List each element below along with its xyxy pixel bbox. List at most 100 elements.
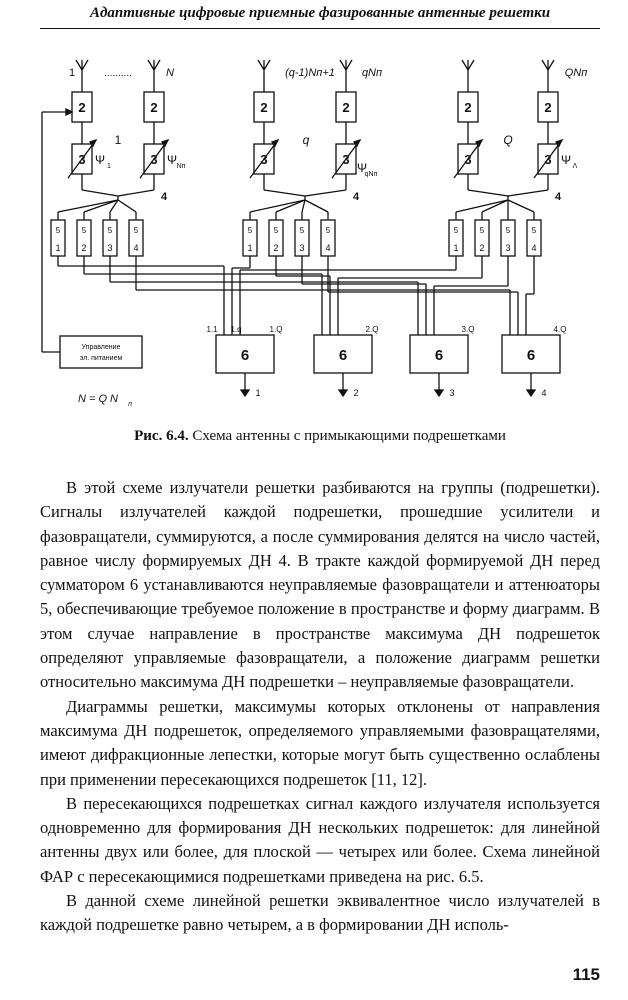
power-box-line2: эл. питанием [80,355,123,362]
attenuator-label: 5 [56,226,61,235]
phase-subscript: Λ [573,163,578,170]
paragraph-4: В данной схеме линейной решетки эквивале… [40,891,600,935]
adder-label: 6 [527,347,535,364]
phase-shifter-label: 3 [544,152,551,167]
adder-label: 6 [435,347,443,364]
antenna-icon [339,59,353,72]
attenuator-label: 5 [82,226,87,235]
subarray-label-1: 1 [115,133,122,147]
antenna-label-1: 1 [69,67,75,79]
output-arrow [239,389,251,398]
arrow-head [88,138,98,148]
arrow-head [270,138,280,148]
attenuator-number: 2 [81,243,86,253]
ellipsis: .......... [104,68,132,79]
phase-shifter-label: 3 [78,152,85,167]
feedback-arrow [65,107,74,117]
attenuator-number: 2 [479,243,484,253]
page-number: 115 [572,965,600,984]
power-control-box [59,335,143,369]
attenuator-label: 5 [506,226,511,235]
divider-label: 4 [555,191,562,203]
caption-label: Рис. 6.4. [134,428,189,444]
amplifier-label: 2 [260,100,267,115]
attenuator-number: 2 [273,243,278,253]
output-arrow [525,389,537,398]
output-label: 3 [449,388,454,398]
output-arrow [433,389,445,398]
paragraph-1: В этой схеме излучатели решетки разбиваю… [40,478,600,692]
phase-shifter-label: 3 [464,152,471,167]
arrow-head [160,138,170,148]
sum-line [304,189,347,197]
attenuator-number: 1 [55,243,60,253]
divider-line [301,199,306,213]
sum-line [467,189,509,197]
attenuator-label: 5 [108,226,113,235]
subarray-label-q: q [303,133,310,147]
control-arrow [533,139,563,179]
sum-line [117,189,155,197]
antenna-icon [461,59,475,72]
phase-label: Ψ [561,153,571,167]
amplifier-label: 2 [78,100,85,115]
arrow-head [554,138,564,148]
control-arrow [249,139,279,179]
phase-subscript: Nп [177,163,186,170]
divider-label: 4 [161,191,168,203]
divider-line [83,199,119,213]
amplifier-label: 2 [342,100,349,115]
caption-text: Схема антенны с примыкающими подрешеткам… [192,428,506,444]
amplifier-label: 2 [150,100,157,115]
output-label: 2 [353,388,358,398]
divider-line [481,199,509,213]
input-label: 3.Q [462,325,475,334]
attenuator-number: 3 [107,243,112,253]
paragraph-2: Диаграммы решетки, максимумы которых отк… [40,696,600,789]
antenna-label-qn: qNп [362,67,382,79]
subarray-label-Q: Q [503,133,512,147]
antenna-icon [75,59,89,72]
running-header: Адаптивные цифровые приемные фазированны… [89,5,551,21]
input-label: 1.q [230,325,241,334]
array-formula: N = Q N [78,393,118,405]
divider-line [249,199,306,213]
amplifier-label: 2 [464,100,471,115]
input-label: 1.Q [270,325,283,334]
input-label: 4.Q [554,325,567,334]
antenna-label-q1: (q-1)Nп+1 [285,67,335,79]
input-label: 2.Q [366,325,379,334]
divider-line [57,199,119,213]
antenna-icon [257,59,271,72]
control-arrow [453,139,483,179]
divider-line [455,199,509,213]
sum-line [507,189,549,197]
attenuator-number: 4 [133,243,138,253]
arrow-head [474,138,484,148]
divider-line [275,199,306,213]
input-label: 1.1 [206,325,218,334]
header-rule [40,28,600,29]
attenuator-label: 5 [300,226,305,235]
sum-line [263,189,306,197]
power-box-line1: Управление [82,344,121,351]
divider-line [304,199,329,213]
phase-subscript: qNп [365,171,378,178]
phase-label: Ψ [95,153,105,167]
attenuator-label: 5 [134,226,139,235]
paragraph-3: В пересекающихся подрешетках сигнал кажд… [40,793,600,886]
attenuator-label: 5 [274,226,279,235]
phase-subscript: 1 [107,163,111,170]
body-text: В этой схеме излучатели решетки разбиваю… [40,476,600,938]
sum-line [81,189,119,197]
attenuator-label: 5 [480,226,485,235]
phase-shifter-label: 3 [260,152,267,167]
attenuator-number: 3 [299,243,304,253]
output-arrow [337,389,349,398]
antenna-icon [147,59,161,72]
formula-subscript: п [128,401,132,408]
amplifier-label: 2 [544,100,551,115]
antenna-label-qn-total: QNп [565,67,588,79]
attenuator-label: 5 [248,226,253,235]
